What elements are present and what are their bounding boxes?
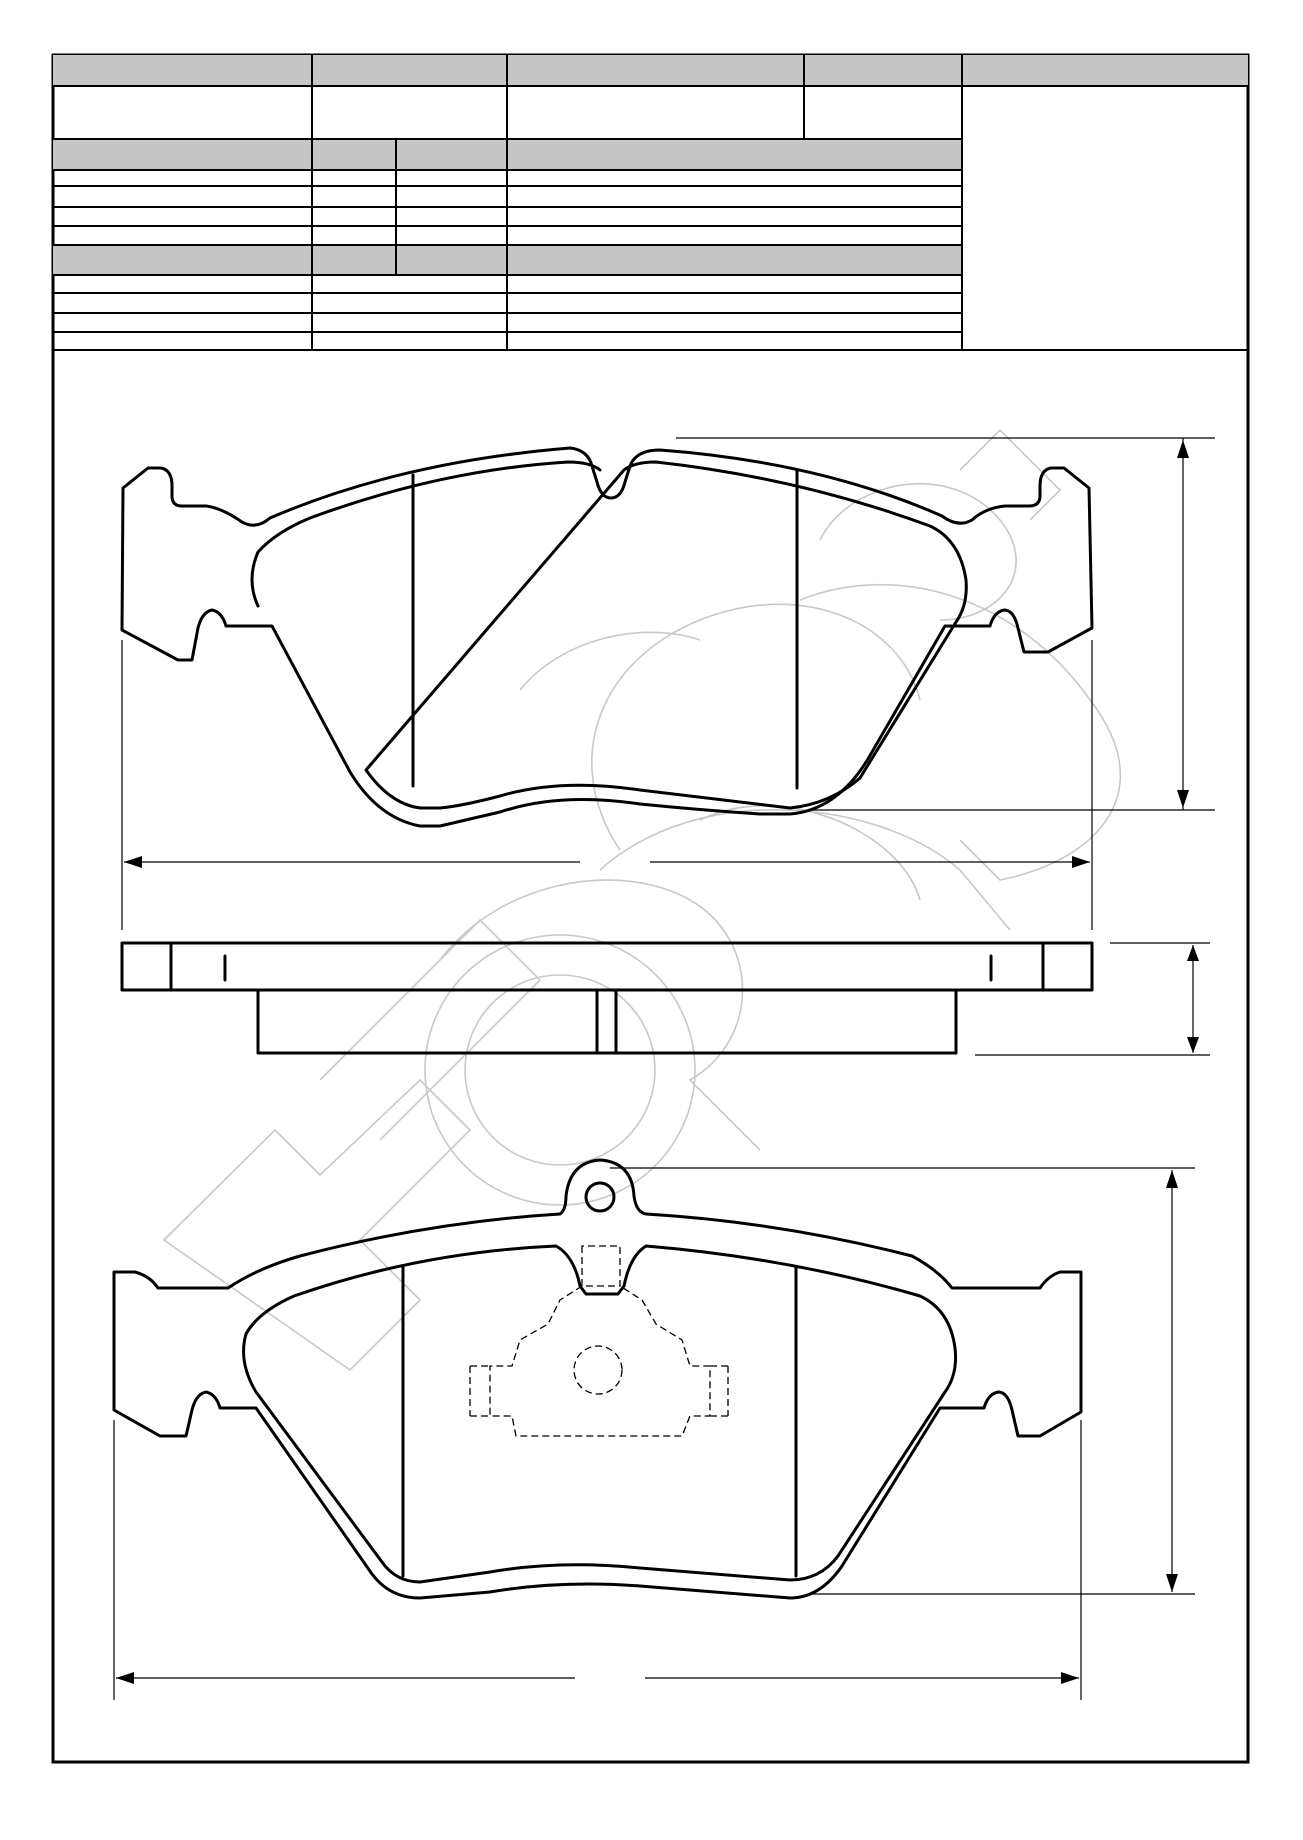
bottom-friction-pad: [242, 1244, 957, 1584]
top-view-brake-pad: [120, 446, 1094, 828]
top-backing-plate: [120, 446, 1094, 828]
side-view-dimensions: [975, 942, 1210, 1056]
bottom-view-brake-pad: [112, 1158, 1083, 1600]
bottom-spring-clip-hidden: [469, 1245, 729, 1437]
side-backing-plate: [120, 941, 1094, 992]
header-row: [53, 55, 1248, 86]
top-friction-pad: [250, 460, 968, 810]
side-view-brake-pad: [120, 941, 1094, 1055]
bottom-view-dimensions: [113, 1167, 1195, 1700]
bottom-clip-rivet-hidden: [573, 1345, 623, 1395]
top-view-dimensions: [121, 437, 1215, 930]
sheet-border: [51, 53, 1250, 1764]
title-block-table: [53, 55, 1248, 351]
side-friction-pad: [256, 988, 958, 1055]
bottom-mounting-hole: [584, 1181, 616, 1213]
watermark-logo: [162, 428, 1121, 1372]
bottom-backing-plate: [112, 1158, 1083, 1600]
